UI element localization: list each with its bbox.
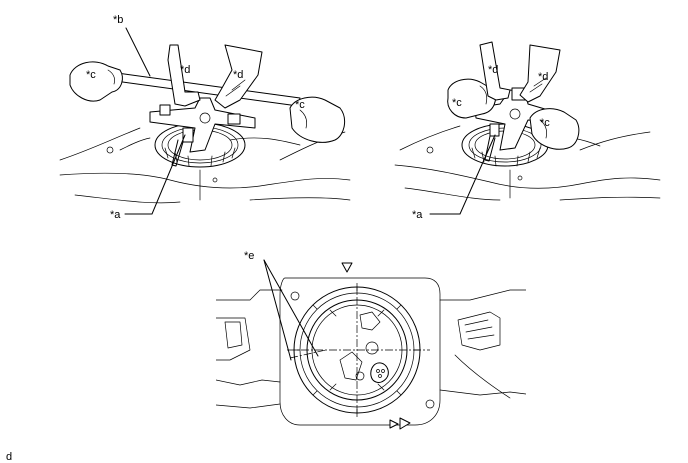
left-floor-panel — [59, 127, 351, 204]
label-d-left-2: *d — [233, 69, 243, 81]
bottom-floor-panel — [216, 277, 526, 426]
label-c-right-2: *c — [540, 117, 550, 129]
label-d-left-1: *d — [180, 64, 190, 76]
label-c-right-1: *c — [452, 97, 462, 109]
label-c-left-1: *c — [86, 69, 96, 81]
bottom-centre-lines — [287, 283, 430, 418]
alignment-marks — [341, 262, 411, 430]
lower-alignment-mark-2 — [399, 417, 411, 430]
top-alignment-mark — [341, 262, 353, 273]
label-a-right: *a — [412, 209, 423, 221]
right-floor-panel — [394, 125, 661, 201]
label-e: *e — [244, 250, 254, 262]
left-leader-lines — [124, 27, 186, 215]
label-c-left-2: *c — [295, 99, 305, 111]
lower-alignment-mark-1 — [389, 419, 399, 429]
label-b: *b — [113, 14, 123, 26]
left-figure: *b *c *d *d *c *a — [59, 14, 351, 221]
right-figure: *d *d *c *c *a — [394, 41, 661, 221]
label-d-right-2: *d — [538, 71, 548, 83]
bottom-figure: *e — [216, 250, 526, 430]
left-hands — [69, 44, 346, 143]
bottom-leader-lines — [263, 259, 319, 361]
footer-code: d — [6, 451, 12, 463]
label-d-right-1: *d — [488, 64, 498, 76]
right-hands — [447, 41, 580, 150]
label-a-left: *a — [110, 209, 121, 221]
right-leader-lines — [429, 134, 496, 215]
